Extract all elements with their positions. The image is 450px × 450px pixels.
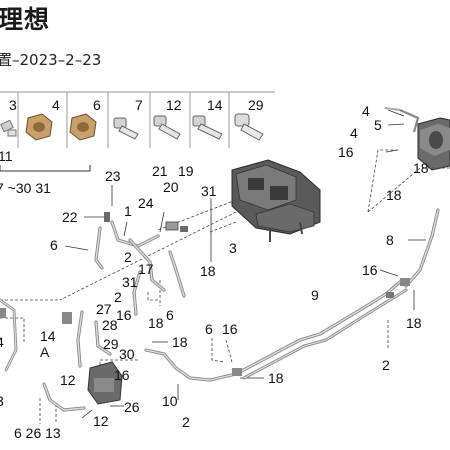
- callout-23: 23: [105, 168, 121, 184]
- callout-A: A: [40, 344, 50, 360]
- hvac-unit: [231, 159, 321, 242]
- fastener-num-3: 3: [9, 97, 17, 113]
- callout-labels: 11 7 ~30 31 23 22 1 24 21 19 20 31 3 6 2…: [0, 103, 429, 441]
- callout-1: 1: [124, 203, 132, 219]
- callout-18-e: 18: [406, 315, 422, 331]
- callout-4-b: 4: [350, 125, 358, 141]
- leader-lines: [64, 109, 426, 419]
- callout-27: 27: [96, 301, 112, 317]
- bolt-29-icon: [234, 113, 264, 141]
- fastener-num-7: 7: [135, 97, 143, 113]
- callout-16-d: 16: [362, 262, 378, 278]
- callout-4-a: 4: [362, 103, 370, 119]
- callout-2-c: 2: [182, 414, 190, 430]
- callout-bottom-6-26-13: 6 26 13: [14, 425, 61, 441]
- small-components: [0, 212, 410, 405]
- callout-16-a: 16: [116, 307, 132, 323]
- bolt-14-icon: [192, 115, 223, 140]
- bolt-3-icon: [0, 119, 17, 137]
- callout-10: 10: [162, 393, 178, 409]
- compressor-assembly: [384, 107, 450, 171]
- callout-18-g: 18: [413, 160, 429, 176]
- callout-5: 5: [374, 117, 382, 133]
- nut-4-icon: [25, 113, 53, 141]
- fastener-num-4: 4: [52, 97, 60, 113]
- dashed-leaders: [0, 149, 450, 424]
- callout-19: 19: [178, 163, 194, 179]
- callout-17: 17: [138, 261, 154, 277]
- fastener-num-29: 29: [248, 97, 264, 113]
- bolt-12-icon: [153, 115, 181, 140]
- callout-3-edge: 3: [0, 393, 4, 409]
- callout-20: 20: [163, 179, 179, 195]
- callout-brace: [0, 165, 91, 172]
- callout-22: 22: [62, 209, 78, 225]
- callout-16-b: 16: [114, 367, 130, 383]
- page-title: 理想: [0, 5, 51, 34]
- callout-16-c: 16: [222, 321, 238, 337]
- fastener-num-6: 6: [93, 97, 101, 113]
- callout-11: 11: [0, 148, 13, 164]
- callout-18-b: 18: [148, 315, 164, 331]
- callout-3: 3: [229, 240, 237, 256]
- nut-6-icon: [69, 113, 97, 141]
- callout-21: 21: [152, 163, 168, 179]
- callout-6-b: 6: [166, 307, 174, 323]
- page-subtitle: 置–2023–2–23: [0, 51, 102, 69]
- callout-7-30-31: 7 ~30 31: [0, 180, 51, 196]
- bolt-7-icon: [113, 117, 139, 140]
- callout-16-e: 16: [338, 144, 354, 160]
- callout-8: 8: [386, 232, 394, 248]
- callout-24: 24: [138, 195, 154, 211]
- callout-6-c: 6: [205, 321, 213, 337]
- fastener-num-14: 14: [207, 97, 223, 113]
- fastener-strip: [0, 91, 275, 148]
- fastener-num-12: 12: [166, 97, 182, 113]
- callout-12-a: 12: [60, 372, 76, 388]
- callout-28: 28: [102, 317, 118, 333]
- callout-29: 29: [103, 336, 119, 352]
- callout-18-c: 18: [172, 334, 188, 350]
- callout-2-b: 2: [114, 289, 122, 305]
- callout-31-b: 31: [122, 274, 138, 290]
- callout-12-b: 12: [93, 413, 109, 429]
- callout-9: 9: [311, 287, 319, 303]
- callout-14: 14: [40, 328, 56, 344]
- callout-6-a: 6: [50, 237, 58, 253]
- callout-2-d: 2: [382, 357, 390, 373]
- callout-18-f: 18: [386, 187, 402, 203]
- callout-26: 26: [124, 399, 140, 415]
- callout-18-a: 18: [200, 263, 216, 279]
- callout-31-a: 31: [201, 183, 217, 199]
- callout-4-edge: 4: [0, 334, 4, 350]
- callout-18-d: 18: [268, 370, 284, 386]
- callout-2-a: 2: [124, 249, 132, 265]
- callout-30: 30: [119, 346, 135, 362]
